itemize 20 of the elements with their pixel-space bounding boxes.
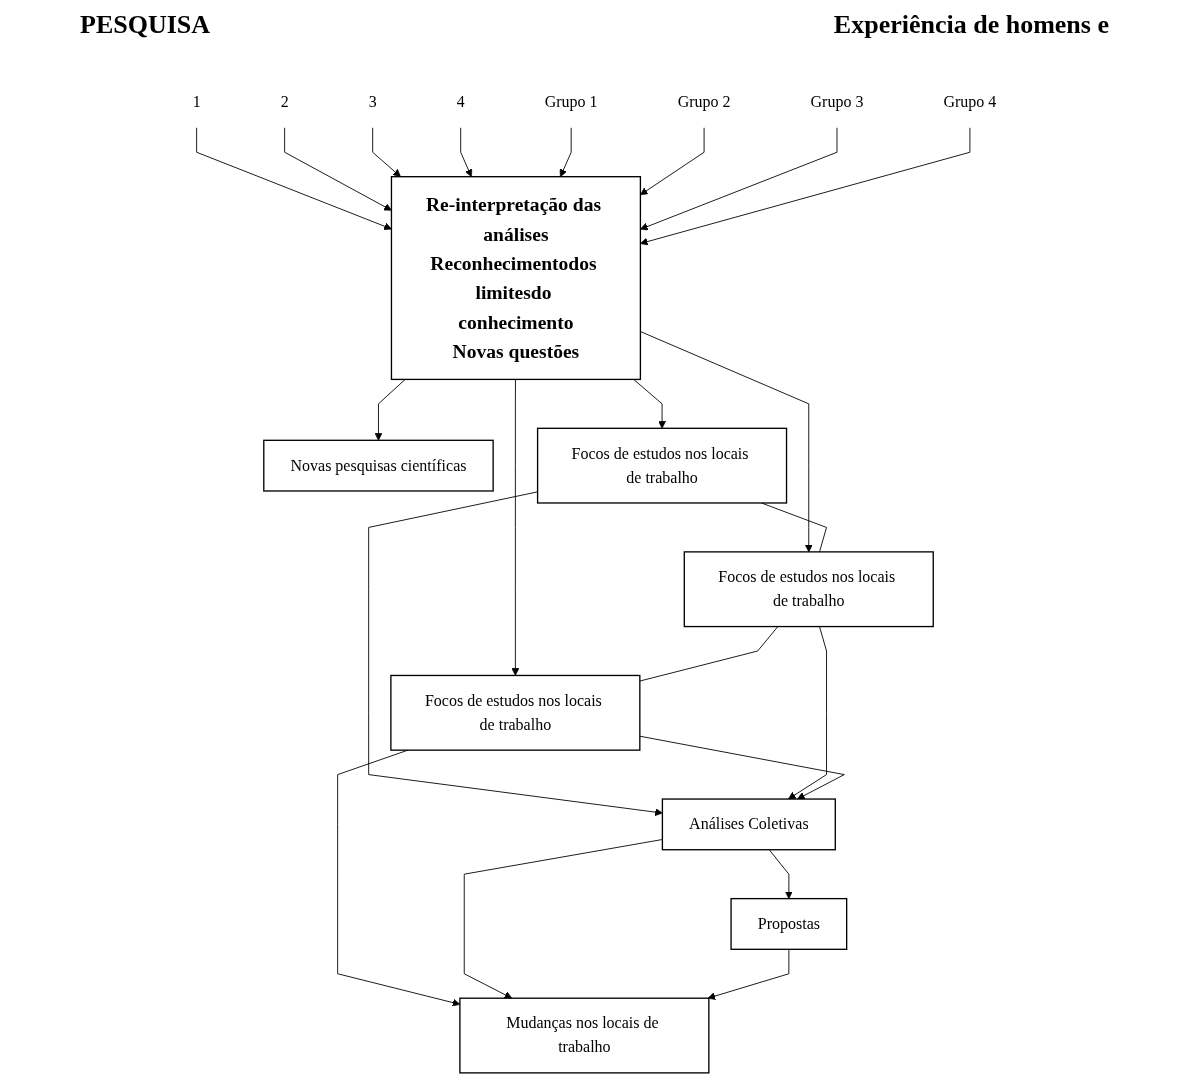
heading-label: PESQUISA [80, 10, 211, 41]
node-text: 1 [192, 93, 201, 111]
connector [761, 502, 827, 553]
node-box: Focos de estudos nos locais de trabalho [390, 674, 641, 751]
node-text: 4 [456, 93, 465, 111]
node-box: Mudanças nos locais de trabalho [459, 997, 710, 1074]
heading-label: Experiência de homens e [833, 10, 1109, 41]
node-box: Novas pesquisas científicas [263, 439, 494, 492]
node-text: Grupo 3 [810, 93, 864, 111]
node-box: Análises Coletivas [661, 798, 836, 851]
node-box: Re-interpretação das análises Reconhecimentodos limitesdo conhecimento Novas questões [390, 176, 642, 381]
node-box: Focos de estudos nos locais de trabalho [536, 427, 788, 504]
node-text: Grupo 4 [943, 93, 997, 111]
node-box: Propostas [730, 897, 848, 950]
node-text: Grupo 2 [677, 93, 731, 111]
connector [639, 626, 779, 682]
node-text: Grupo 1 [544, 93, 598, 111]
node-text: 3 [368, 93, 377, 111]
node-text: 2 [280, 93, 289, 111]
node-box: Focos de estudos nos locais de trabalho [683, 551, 934, 628]
